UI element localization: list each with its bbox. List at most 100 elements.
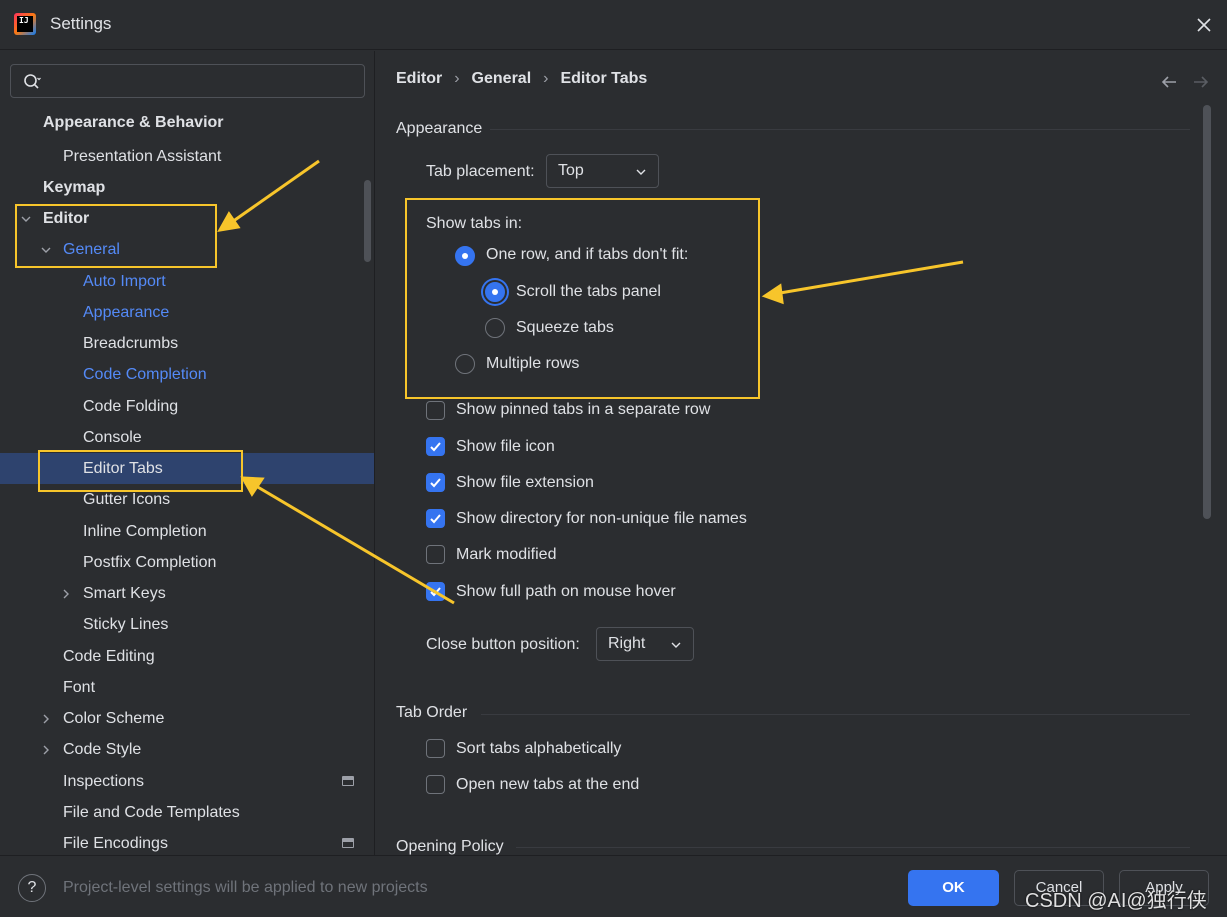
chevron-down-icon[interactable] [40, 244, 52, 256]
checkbox-show-full-path[interactable] [426, 582, 445, 601]
tree-item-editor[interactable]: Editor [0, 203, 374, 234]
tree-item-inline-completion[interactable]: Inline Completion [0, 516, 374, 547]
checkmark-icon [430, 514, 441, 524]
tree-item-label: Code Editing [63, 647, 155, 665]
content-scrollbar[interactable] [1203, 105, 1211, 519]
close-button-position-select[interactable]: Right [596, 627, 694, 661]
tree-item-label: Inspections [63, 772, 144, 790]
tree-item-label: Postfix Completion [83, 553, 217, 571]
tree-item-label: Inline Completion [83, 522, 207, 540]
tab-placement-select[interactable]: Top [546, 154, 659, 188]
checkmark-icon [430, 442, 441, 452]
tree-item-code-editing[interactable]: Code Editing [0, 641, 374, 672]
tree-item-label: Font [63, 678, 96, 696]
tree-item-label: Editor Tabs [83, 459, 163, 477]
checkbox-label: Mark modified [456, 546, 557, 563]
app-icon-label: IJ [19, 16, 29, 25]
tree-item-font[interactable]: Font [0, 672, 374, 703]
tree-item-appearance-behavior[interactable]: Appearance & Behavior [0, 107, 374, 138]
chevron-down-icon[interactable] [20, 213, 32, 225]
tree-item-console[interactable]: Console [0, 422, 374, 453]
tree-item-label: Auto Import [83, 272, 166, 290]
tree-item-code-folding[interactable]: Code Folding [0, 391, 374, 422]
chevron-right-icon[interactable] [40, 744, 52, 756]
chevron-down-icon [636, 169, 646, 175]
checkbox-label: Show directory for non-unique file names [456, 510, 747, 527]
project-level-icon [342, 776, 354, 786]
close-icon[interactable] [1191, 12, 1217, 38]
tree-item-breadcrumbs[interactable]: Breadcrumbs [0, 328, 374, 359]
checkbox-label: Show file icon [456, 438, 555, 455]
radio-multiple-rows-label: Multiple rows [486, 355, 580, 372]
section-divider [516, 847, 1190, 848]
search-field[interactable] [10, 64, 365, 98]
tree-item-smart-keys[interactable]: Smart Keys [0, 578, 374, 609]
checkbox-sort-alphabetically[interactable] [426, 739, 445, 758]
checkmark-icon [430, 478, 441, 488]
tree-item-sticky-lines[interactable]: Sticky Lines [0, 609, 374, 640]
chevron-right-icon[interactable] [60, 588, 72, 600]
checkmark-icon [430, 587, 441, 597]
tree-item-label: General [63, 240, 120, 258]
tree-item-code-completion[interactable]: Code Completion [0, 359, 374, 390]
section-tab-order: Tab Order [396, 704, 468, 721]
breadcrumb-item[interactable]: Editor [396, 70, 443, 87]
back-arrow-icon[interactable] [1160, 73, 1178, 91]
search-icon [24, 74, 41, 89]
tree-item-postfix-completion[interactable]: Postfix Completion [0, 547, 374, 578]
search-input[interactable] [51, 69, 351, 93]
tree-item-gutter-icons[interactable]: Gutter Icons [0, 484, 374, 515]
tree-item-appearance[interactable]: Appearance [0, 297, 374, 328]
intellij-app-icon: IJ [14, 13, 36, 35]
radio-scroll-tabs-label: Scroll the tabs panel [516, 283, 661, 300]
radio-multiple-rows[interactable] [455, 354, 475, 374]
breadcrumb: Editor › General › Editor Tabs [396, 70, 647, 88]
checkbox-label: Show pinned tabs in a separate row [456, 401, 711, 418]
tab-placement-label: Tab placement: [426, 163, 535, 180]
breadcrumb-separator-icon: › [543, 70, 549, 87]
tree-item-inspections[interactable]: Inspections [0, 766, 374, 797]
tree-item-label: File and Code Templates [63, 803, 240, 821]
tree-item-file-code-templates[interactable]: File and Code Templates [0, 797, 374, 828]
checkbox-show-file-icon[interactable] [426, 437, 445, 456]
ok-button[interactable]: OK [908, 870, 999, 906]
checkbox-show-file-extension[interactable] [426, 473, 445, 492]
radio-one-row-label: One row, and if tabs don't fit: [486, 246, 689, 263]
checkbox-pinned-separate-row[interactable] [426, 401, 445, 420]
tree-item-auto-import[interactable]: Auto Import [0, 266, 374, 297]
tree-item-label: Code Style [63, 740, 142, 758]
dialog-footer: ? Project-level settings will be applied… [0, 855, 1227, 917]
checkbox-mark-modified[interactable] [426, 545, 445, 564]
sidebar-scrollbar[interactable] [364, 180, 371, 262]
tree-item-presentation-assistant[interactable]: Presentation Assistant [0, 141, 374, 172]
tree-item-label: Console [83, 428, 142, 446]
tree-item-label: Gutter Icons [83, 490, 171, 508]
checkbox-show-directory[interactable] [426, 509, 445, 528]
radio-scroll-tabs[interactable] [485, 282, 505, 302]
checkbox-open-new-at-end[interactable] [426, 775, 445, 794]
tree-item-general[interactable]: General [0, 234, 374, 265]
tree-item-editor-tabs[interactable]: Editor Tabs [0, 453, 374, 484]
help-button[interactable]: ? [18, 874, 46, 902]
close-button-position-value: Right [608, 635, 646, 652]
cancel-button[interactable]: Cancel [1014, 870, 1104, 906]
checkbox-label: Show full path on mouse hover [456, 583, 676, 600]
chevron-right-icon[interactable] [40, 713, 52, 725]
breadcrumb-item[interactable]: General [471, 70, 532, 87]
section-appearance: Appearance [396, 120, 483, 137]
tree-item-color-scheme[interactable]: Color Scheme [0, 703, 374, 734]
radio-squeeze-tabs-label: Squeeze tabs [516, 319, 614, 336]
project-level-icon [342, 838, 354, 848]
tree-item-file-encodings[interactable]: File Encodings [0, 828, 374, 855]
apply-button[interactable]: Apply [1119, 870, 1209, 906]
tree-item-label: Code Folding [83, 397, 179, 415]
forward-arrow-icon[interactable] [1192, 73, 1210, 91]
project-level-hint: Project-level settings will be applied t… [63, 879, 428, 896]
tree-item-keymap[interactable]: Keymap [0, 172, 374, 203]
close-button-position-label: Close button position: [426, 636, 580, 653]
tree-item-label: Smart Keys [83, 584, 166, 602]
tree-item-code-style[interactable]: Code Style [0, 734, 374, 765]
radio-one-row[interactable] [455, 246, 475, 266]
radio-squeeze-tabs[interactable] [485, 318, 505, 338]
